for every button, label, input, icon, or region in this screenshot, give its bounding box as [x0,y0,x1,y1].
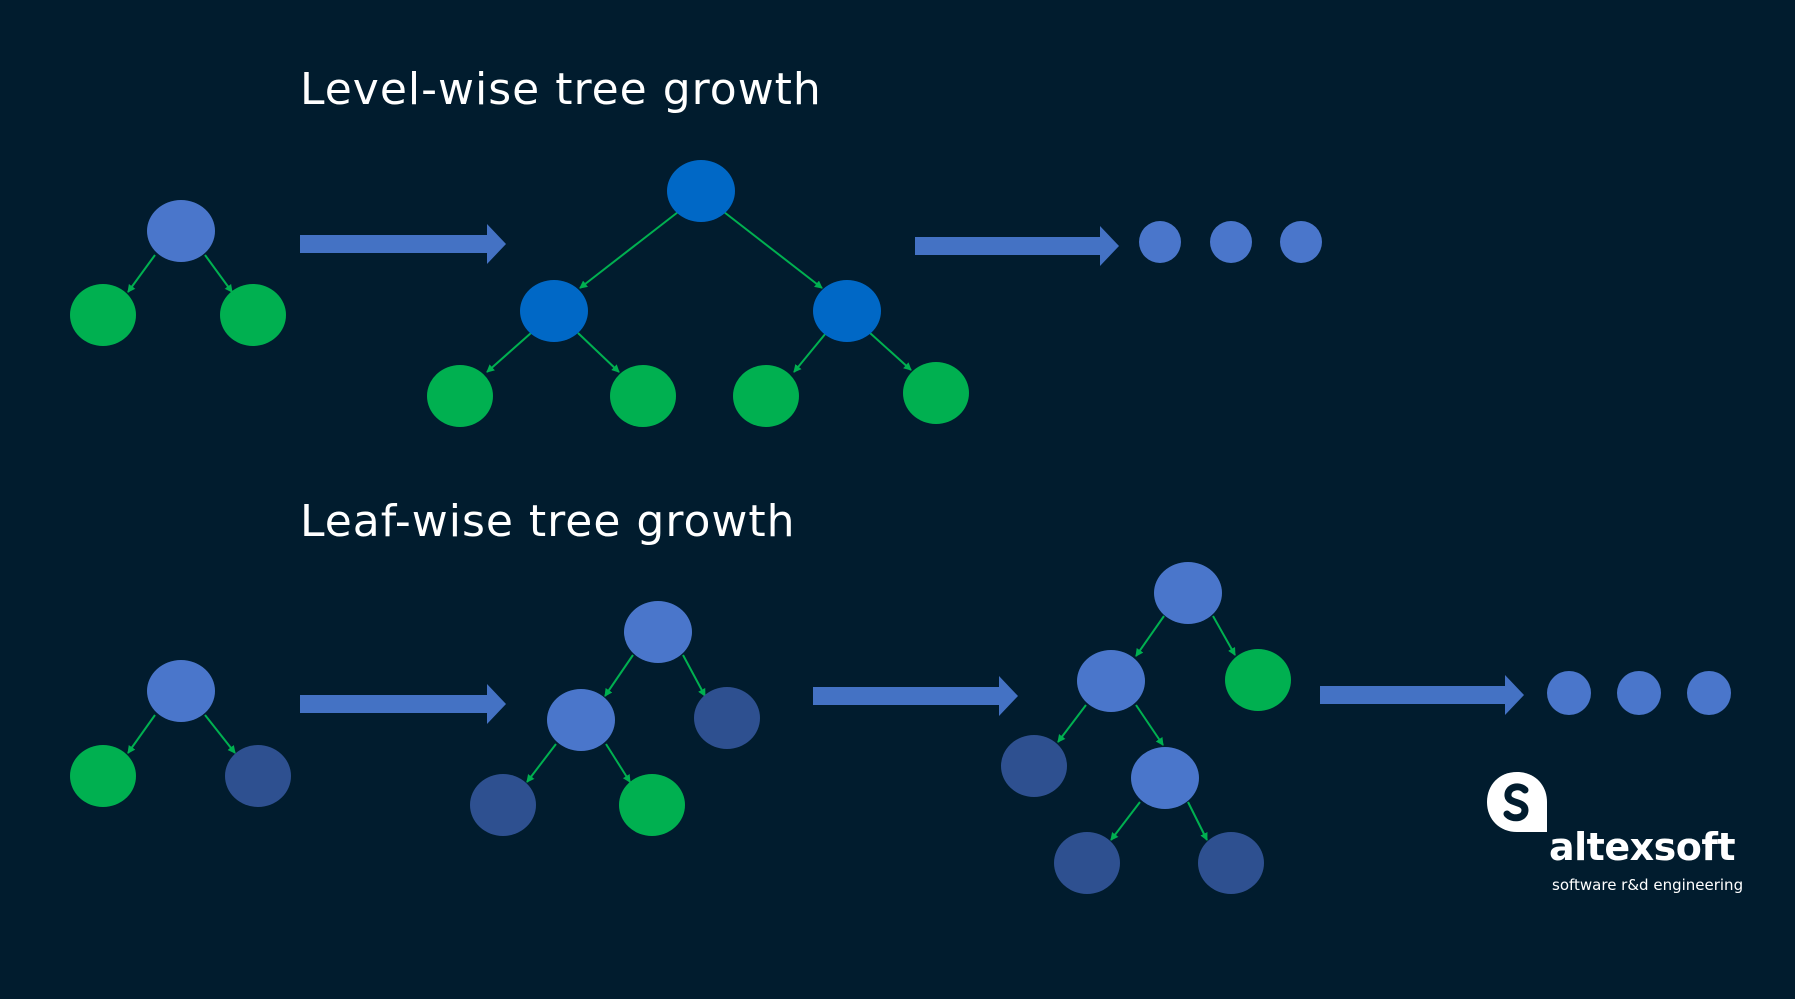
unsplit-leaf-node [1198,832,1264,894]
tree-edge [1212,615,1236,656]
tree-edge [486,332,532,373]
leaf-wise-title: Leaf-wise tree growth [300,496,796,547]
leaf-wise-stage-1 [70,660,291,807]
level-wise-stage-1 [70,200,286,346]
leaf-wise-continuation-dots [1547,671,1731,715]
internal-node [813,280,881,342]
level-wise-title: Level-wise tree growth [300,64,822,115]
tree-edge [682,654,706,697]
logo-wordmark: altexsoft [1549,825,1736,869]
tree-edge [723,211,823,289]
ellipsis-dot [1139,221,1181,263]
flow-arrow [300,224,506,264]
unsplit-leaf-node [694,687,760,749]
ellipsis-dot [1687,671,1731,715]
internal-node [547,689,615,751]
level-wise-stage-2 [427,160,969,427]
unsplit-leaf-node [1001,735,1067,797]
tree-edge [127,714,156,754]
unsplit-leaf-node [1054,832,1120,894]
tree-edge [1187,801,1208,841]
internal-node [1077,650,1145,712]
ellipsis-dot [1617,671,1661,715]
root-node [667,160,735,222]
leaf-wise-stage-3 [1001,562,1291,894]
leaf-node [903,362,969,424]
leaf-node [610,365,676,427]
tree-edge [793,332,827,373]
unsplit-leaf-node [470,774,536,836]
leaf-node [427,365,493,427]
tree-edge [579,211,679,289]
tree-edge [127,254,156,293]
tree-edge [1057,704,1087,743]
altexsoft-logo-icon [1487,772,1547,832]
tree-edge [1110,801,1141,841]
leaf-node [70,284,136,346]
leaf-wise-stage-2 [470,601,760,836]
internal-node [520,280,588,342]
ellipsis-dot [1547,671,1591,715]
tree-edge [604,654,634,697]
ellipsis-dot [1280,221,1322,263]
tree-edge [526,743,557,783]
ellipsis-dot [1210,221,1252,263]
flow-arrow [915,226,1119,266]
altexsoft-logo: altexsoft software r&d engineering [1480,770,1744,900]
tree-edge [605,743,631,783]
leaf-node [1225,649,1291,711]
tree-edge [869,332,912,371]
root-node [1154,562,1222,624]
leaf-node [220,284,286,346]
tree-edge [204,714,236,754]
unsplit-leaf-node [225,745,291,807]
level-wise-continuation-dots [1139,221,1322,263]
leaf-node [70,745,136,807]
flow-arrow [1320,675,1524,715]
leaf-node [619,774,685,836]
root-node [147,200,215,262]
logo-tagline: software r&d engineering [1552,876,1744,894]
tree-edge [577,332,620,373]
flow-arrow [300,684,506,724]
flow-arrow [813,676,1018,716]
root-node [147,660,215,722]
tree-edge [204,254,233,293]
tree-edge [1135,615,1165,657]
leaf-node [733,365,799,427]
internal-node [1131,747,1199,809]
tree-edge [1135,704,1164,746]
root-node [624,601,692,663]
